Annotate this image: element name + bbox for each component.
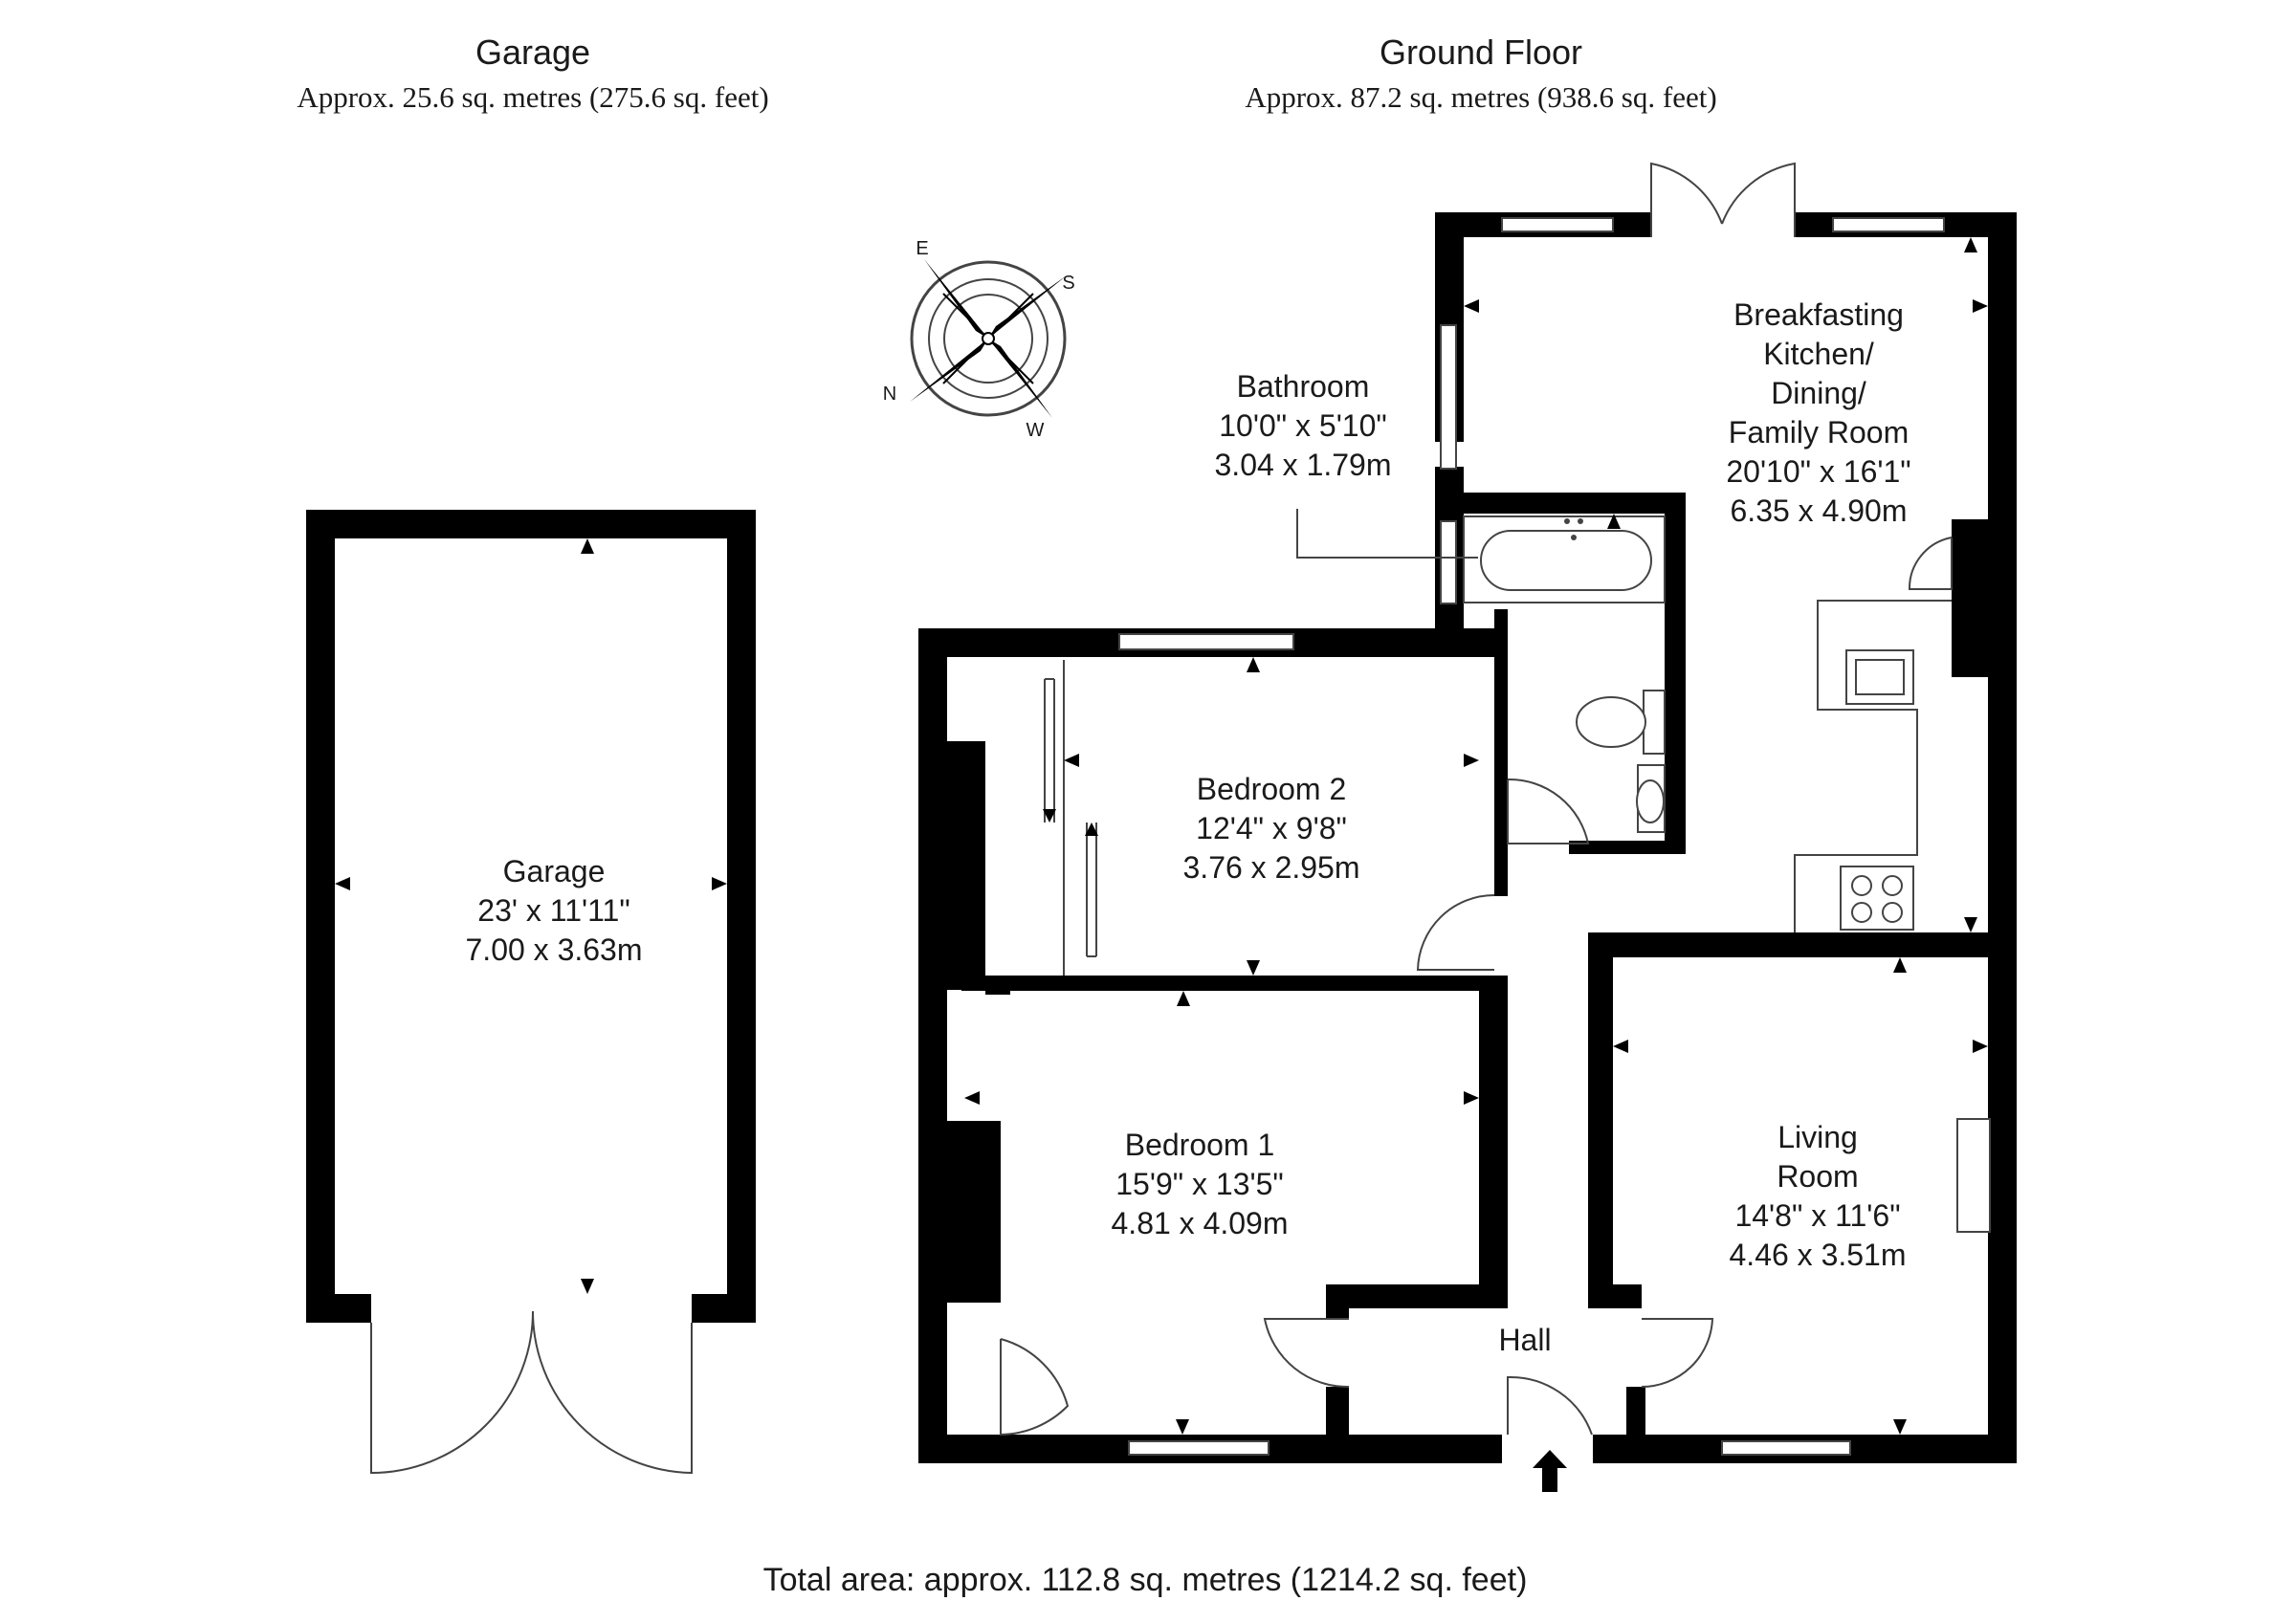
garage-header-area: Approx. 25.6 sq. metres (275.6 sq. feet) [297,80,768,114]
living-room-name-line2: Room [1777,1159,1858,1194]
bedroom1-door [1263,1318,1350,1389]
living-room-dim-metric: 4.46 x 3.51m [1730,1238,1907,1272]
bedroom2-name: Bedroom 2 [1197,772,1347,806]
kitchen-dim-imperial: 20'10" x 16'1" [1726,454,1910,489]
ground-floor-header-area: Approx. 87.2 sq. metres (938.6 sq. feet) [1245,80,1716,114]
bedroom1-dim-metric: 4.81 x 4.09m [1112,1206,1289,1240]
compass-label-e: E [916,238,928,259]
living-room-dim-imperial: 14'8" x 11'6" [1734,1198,1900,1233]
garage-door-right [532,1310,693,1475]
bedroom2-dim-metric: 3.76 x 2.95m [1183,850,1360,885]
ground-floor-header-title: Ground Floor [1380,33,1582,72]
bathroom-door [1507,778,1590,844]
compass-label-w: W [1027,420,1045,441]
hall-name: Hall [1498,1323,1551,1357]
kitchen-french-door-right [1721,162,1796,237]
bathroom-name: Bathroom [1237,369,1370,404]
garage-door-left [370,1310,534,1475]
entrance-arrow [1533,1450,1567,1492]
garage-plan [306,510,756,1475]
kitchen-name-line4: Family Room [1729,415,1909,450]
total-area: Total area: approx. 112.8 sq. metres (12… [763,1562,1528,1598]
kitchen-french-door-left [1650,162,1723,237]
bedroom2-dim-imperial: 12'4" x 9'8" [1196,811,1347,845]
bedroom1-name: Bedroom 1 [1125,1128,1275,1162]
living-room-door [1641,1318,1714,1389]
bedroom1-cupboard-door [1000,1338,1070,1437]
garage-room-dim-imperial: 23' x 11'11" [477,893,629,928]
bathroom-dim-imperial: 10'0" x 5'10" [1219,408,1387,443]
compass-label-n: N [883,384,896,405]
bedroom2-door [1416,894,1495,971]
kitchen-name-line3: Dining/ [1771,376,1866,410]
doors [1000,162,1953,1492]
garage-room-dim-metric: 7.00 x 3.63m [466,932,643,967]
garage-room-name: Garage [503,854,606,888]
windows [1118,217,1991,1456]
kitchen-cupboard-door [1908,537,1953,590]
front-door [1507,1375,1593,1436]
kitchen-dim-metric: 6.35 x 4.90m [1731,493,1908,528]
compass-label-s: S [1062,273,1074,294]
bedroom1-dim-imperial: 15'9" x 13'5" [1115,1167,1284,1201]
kitchen-name-line1: Breakfasting [1733,297,1904,332]
compass-rose: E S W N [883,238,1075,441]
kitchen-name-line2: Kitchen/ [1763,337,1874,371]
fixtures [1043,509,1952,976]
dimension-arrows [964,237,1988,1435]
garage-header-title: Garage [475,33,590,72]
living-room-name-line1: Living [1777,1120,1858,1154]
bathroom-dim-metric: 3.04 x 1.79m [1215,448,1392,482]
